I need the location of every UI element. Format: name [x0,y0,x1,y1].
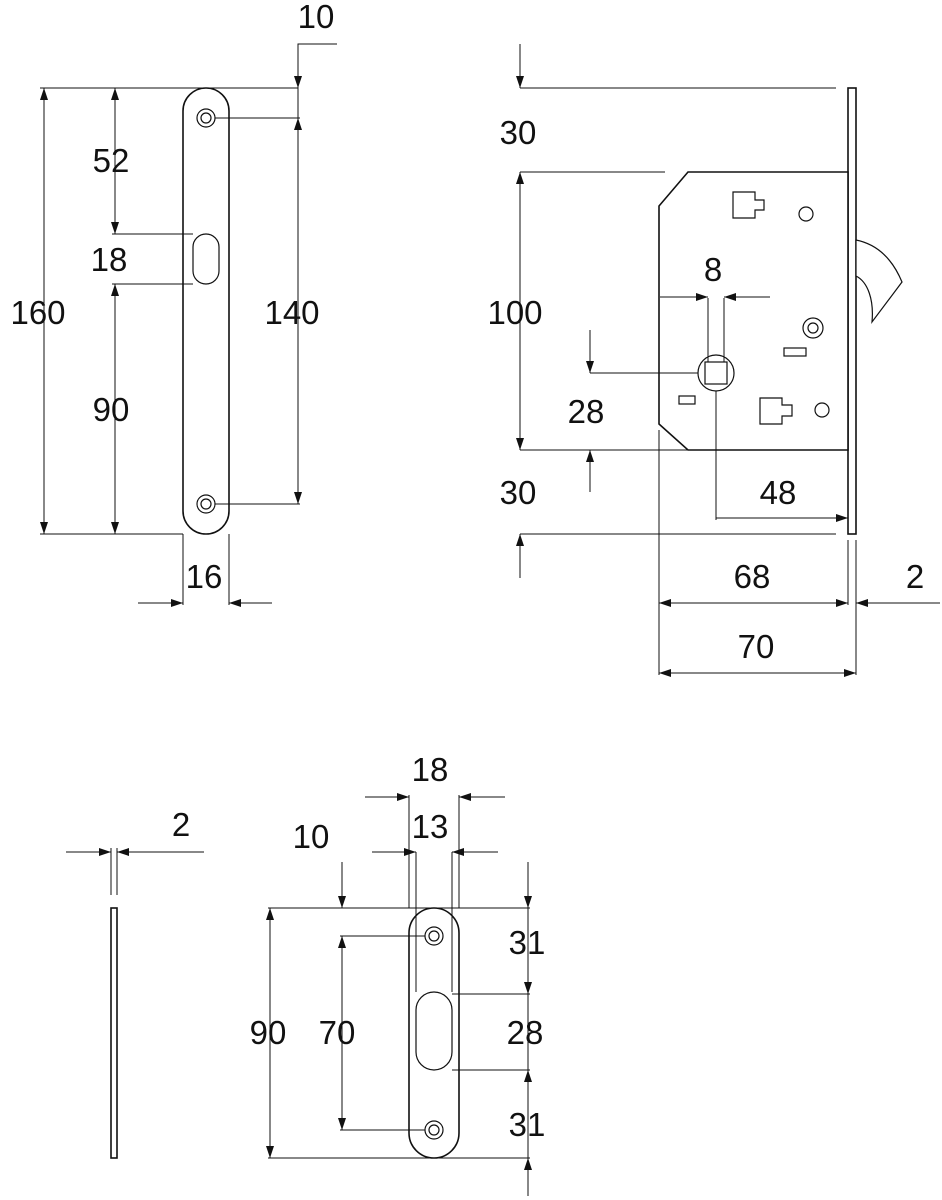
strike-hole-spacing-label: 70 [319,1014,356,1051]
lower-rivet [814,402,830,418]
lock-body-view: 30 100 8 28 30 48 68 2 70 [487,44,940,677]
strike-side-view: 2 [66,806,204,1159]
faceplate-slot-height-label: 18 [91,241,128,278]
spindle-width-label: 8 [704,251,722,288]
middle-rivet [802,317,824,339]
faceplate-lower-segment-label: 90 [93,391,130,428]
faceplate-upper-segment-label: 52 [93,142,130,179]
strike-outer-width-label: 18 [412,751,449,788]
plate-thickness-label: 2 [906,558,924,595]
strike-slot-height-label: 28 [507,1014,544,1051]
backset-label: 48 [760,474,797,511]
strike-side-thickness-label: 2 [172,806,190,843]
lower-lever-tab-icon [759,397,793,425]
faceplate-bottom-screw-hole-inner [200,498,212,510]
strike-side-plate [110,907,118,1159]
strike-total-height-label: 90 [250,1014,287,1051]
latch-bolt [855,239,903,325]
faceplate-outline [182,87,230,535]
strike-bottom-screw-hole-inner [428,1124,440,1136]
faceplate-hole-spacing-label: 140 [264,294,319,331]
strike-top-screw-hole-inner [428,930,440,942]
lock-top-gap-label: 30 [500,114,537,151]
upper-rivet [798,206,814,222]
faceplate-width-label: 16 [186,558,223,595]
strike-lower-segment-label: 31 [509,1106,546,1143]
strike-latch-slot [415,991,453,1071]
faceplate-total-height-label: 160 [10,294,65,331]
strike-upper-segment-label: 31 [509,924,546,961]
spindle-square [704,361,728,385]
upper-lever-tab-icon [732,191,765,219]
lock-forend-plate [847,87,857,535]
faceplate-top-offset-label: 10 [298,0,335,35]
lock-bottom-gap-label: 30 [500,474,537,511]
lock-body-height-label: 100 [487,294,542,331]
middle-rivet-inner [807,322,819,334]
strike-top-offset-label: 10 [293,818,330,855]
lock-case [658,171,849,451]
total-depth-label: 70 [738,628,775,665]
middle-slot [783,347,807,357]
lower-slot [678,395,696,405]
faceplate-view: 10 52 18 160 140 90 16 [10,0,337,607]
faceplate-top-screw-hole-inner [200,112,212,124]
spindle-offset-label: 28 [568,393,605,430]
case-depth-label: 68 [734,558,771,595]
strike-inner-width-label: 13 [412,808,449,845]
strike-plate-view: 18 13 10 31 90 70 28 31 [250,751,546,1196]
faceplate-latch-slot [192,233,220,285]
